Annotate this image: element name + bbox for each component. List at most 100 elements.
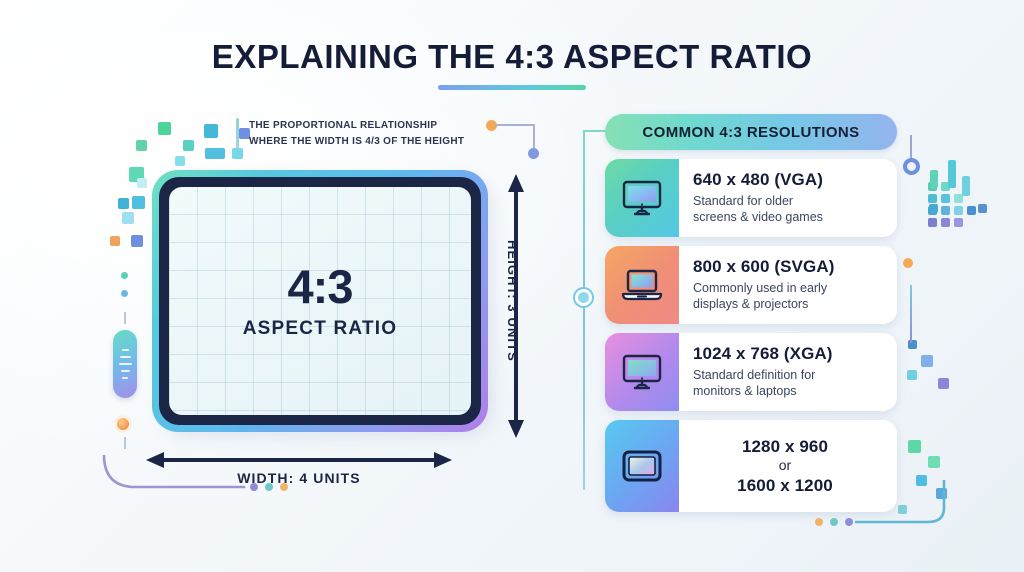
decor-pixel: [978, 204, 987, 213]
decor-dot: [815, 518, 823, 526]
decor-pixel: [941, 194, 950, 203]
ratio-caption: ASPECT RATIO: [242, 317, 398, 339]
decor-dot-row-right: [815, 518, 853, 526]
card-icon-tile: [605, 420, 679, 512]
decor-pixel: [941, 182, 950, 191]
decor-pixel: [938, 378, 949, 389]
decor-dot: [280, 483, 288, 491]
laptop-icon: [621, 269, 663, 301]
panel-rail: [583, 130, 585, 490]
decor-dot-orange: [903, 258, 913, 268]
screen-frame: 4:3 ASPECT RATIO: [159, 177, 481, 425]
decor-pixel: [921, 355, 933, 367]
page-title: EXPLAINING THE 4:3 ASPECT RATIO: [211, 38, 813, 75]
decor-dot: [845, 518, 853, 526]
card-description: Commonly used in early displays & projec…: [693, 280, 897, 313]
annotation-connector-horizontal: [495, 124, 535, 126]
decor-circle-orange: [114, 415, 132, 433]
resolutions-panel: COMMON 4:3 RESOLUTIONS 640 x 480 (VGA): [605, 114, 897, 512]
annotation-line-2: WHERE THE WIDTH IS 4/3 OF THE HEIGHT: [249, 135, 465, 147]
decor-dot: [121, 272, 128, 279]
decor-pixel: [110, 236, 120, 246]
decor-bar: [962, 176, 970, 196]
decor-dot: [830, 518, 838, 526]
decor-pixel: [131, 235, 143, 247]
card-description: Standard definition for monitors & lapto…: [693, 367, 897, 400]
decor-pixel: [941, 218, 950, 227]
panel-header: COMMON 4:3 RESOLUTIONS: [605, 114, 897, 150]
annotation-accent-bar: [236, 118, 239, 149]
resolution-card[interactable]: 640 x 480 (VGA) Standard for older scree…: [605, 159, 897, 237]
annotation-connector-dot-orange: [486, 120, 497, 131]
decor-pixel: [898, 505, 907, 514]
decor-pixel: [954, 218, 963, 227]
decor-pixel: [908, 440, 921, 453]
decor-pixel: [158, 122, 171, 135]
card-icon-tile: [605, 333, 679, 411]
decor-dot-row-left: [250, 483, 288, 491]
decor-pixel: [936, 488, 947, 499]
card-icon-tile: [605, 159, 679, 237]
decor-pixel: [132, 196, 145, 209]
resolution-card[interactable]: 1280 x 960 or 1600 x 1200: [605, 420, 897, 512]
decor-tick-bottom: [124, 437, 126, 449]
card-title: 1280 x 960: [741, 436, 829, 456]
card-body: 640 x 480 (VGA) Standard for older scree…: [679, 159, 897, 237]
card-title: 800 x 600 (SVGA): [693, 257, 835, 277]
decor-bar: [948, 160, 956, 188]
annotation-text: THE PROPORTIONAL RELATIONSHIP WHERE THE …: [249, 118, 464, 149]
card-description: Standard for older screens & video games: [693, 193, 897, 226]
decor-connector-line: [910, 135, 912, 160]
slider-widget: [113, 330, 137, 398]
resolution-card[interactable]: 1024 x 768 (XGA) Standard definition for…: [605, 333, 897, 411]
decor-pixel: [136, 140, 147, 151]
decor-pixel: [967, 206, 976, 215]
panel-rail-node: [575, 289, 592, 306]
resolution-card[interactable]: 800 x 600 (SVGA) Commonly used in early …: [605, 246, 897, 324]
decor-curve-left: [102, 455, 246, 489]
title-underline: [438, 85, 586, 90]
decor-node-circle: [903, 158, 920, 175]
ratio-value: 4:3: [287, 259, 354, 313]
decor-pixel: [928, 194, 937, 203]
decor-pixel: [137, 178, 147, 188]
card-or-separator: or: [778, 457, 792, 474]
decor-pixel: [204, 124, 218, 138]
decor-pixel: [916, 475, 927, 486]
card-body: 1024 x 768 (XGA) Standard definition for…: [679, 333, 897, 411]
desktop-monitor-icon: [622, 354, 662, 390]
decor-bar: [930, 170, 938, 188]
card-icon-tile: [605, 246, 679, 324]
width-label: WIDTH: 4 UNITS: [237, 470, 361, 486]
height-arrow: [508, 174, 524, 438]
decor-pixel: [907, 370, 917, 380]
decor-pixel: [928, 218, 937, 227]
decor-pixel: [175, 156, 185, 166]
card-title-alt: 1600 x 1200: [737, 475, 833, 495]
annotation-connector-vertical: [533, 124, 535, 152]
decor-pixel: [954, 206, 963, 215]
annotation-connector-dot-blue: [528, 148, 539, 159]
slider-line: [122, 377, 128, 379]
card-desc-line-1: Commonly used in early: [693, 281, 828, 296]
slider-line: [119, 356, 131, 358]
desktop-monitor-icon: [622, 180, 662, 216]
decor-pixel: [954, 194, 963, 203]
decor-vertical-line: [910, 285, 912, 343]
card-desc-line-1: Standard definition for: [693, 368, 816, 383]
decor-dot: [265, 483, 273, 491]
card-desc-line-2: screens & video games: [693, 210, 823, 225]
card-body: 800 x 600 (SVGA) Commonly used in early …: [679, 246, 897, 324]
title-block: EXPLAINING THE 4:3 ASPECT RATIO: [0, 38, 1024, 90]
annotation-callout: THE PROPORTIONAL RELATIONSHIP WHERE THE …: [236, 118, 464, 149]
decor-pixel: [122, 212, 134, 224]
slider-line: [118, 363, 132, 365]
aspect-ratio-screen: 4:3 ASPECT RATIO: [152, 170, 488, 432]
panel-header-label: COMMON 4:3 RESOLUTIONS: [642, 123, 860, 141]
slider-line: [121, 349, 129, 351]
decor-pixel: [929, 204, 938, 213]
decor-dot: [250, 483, 258, 491]
decor-tick-top: [124, 312, 126, 324]
decor-pixel: [232, 148, 243, 159]
